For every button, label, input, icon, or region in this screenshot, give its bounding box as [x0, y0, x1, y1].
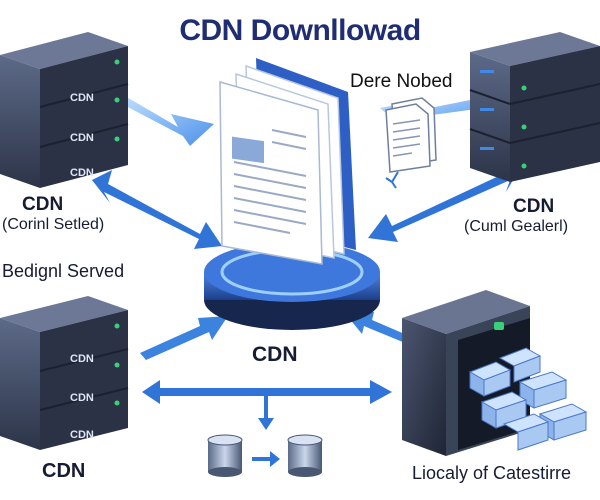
small-document-icon	[385, 97, 437, 189]
status-led	[114, 323, 120, 329]
top-right-node-subtitle: (Cuml Gealerl)	[464, 218, 569, 235]
server-label: CDN	[70, 167, 94, 179]
cache-server	[402, 290, 588, 456]
server-label: CDN	[70, 429, 94, 441]
status-led	[521, 163, 527, 169]
status-led	[521, 124, 527, 130]
bottom-right-node-label: Liocaly of Catestirre	[412, 463, 572, 483]
arrow-left-to-platform	[92, 170, 222, 249]
top-left-node-subtitle: (Corinl Setled)	[2, 216, 105, 233]
server-label: CDN	[70, 353, 94, 365]
status-led	[114, 136, 120, 142]
status-led	[114, 362, 120, 368]
document-stack	[219, 58, 356, 265]
server-label: CDN	[70, 392, 94, 404]
bottom-left-node-label: CDN	[42, 460, 86, 482]
database-cylinder-right	[287, 434, 323, 477]
top-right-node-title: CDN	[513, 196, 555, 217]
server-label: CDN	[70, 132, 94, 144]
server-label: CDN	[70, 92, 94, 104]
arrow-right-to-platform	[368, 160, 520, 242]
arrow-between-cylinders	[252, 451, 280, 467]
arrow-down-to-cylinders	[258, 396, 274, 430]
central-platform	[204, 242, 380, 330]
top-left-node-title: CDN	[22, 194, 64, 215]
arrow-top-left-beam	[118, 92, 214, 146]
status-led	[114, 97, 120, 103]
cache-blocks	[468, 347, 588, 451]
database-cylinder-left	[207, 434, 243, 477]
center-node-label: CDN	[252, 343, 298, 366]
status-led	[114, 59, 120, 65]
server-stack-top-left: CDN CDN CDN	[0, 32, 129, 188]
server-stack-top-right	[469, 32, 600, 182]
arrow-horizontal-bidirectional	[142, 380, 392, 404]
server-stack-bottom-left: CDN CDN CDN	[0, 296, 129, 450]
status-led	[521, 85, 527, 91]
arrow-bottom-left-to-platform	[140, 316, 228, 360]
side-label: Bedignl Served	[2, 261, 125, 281]
document-label: Dere Nobed	[350, 71, 453, 92]
status-led	[114, 400, 120, 406]
diagram-title: CDN Downllowad	[179, 14, 421, 47]
